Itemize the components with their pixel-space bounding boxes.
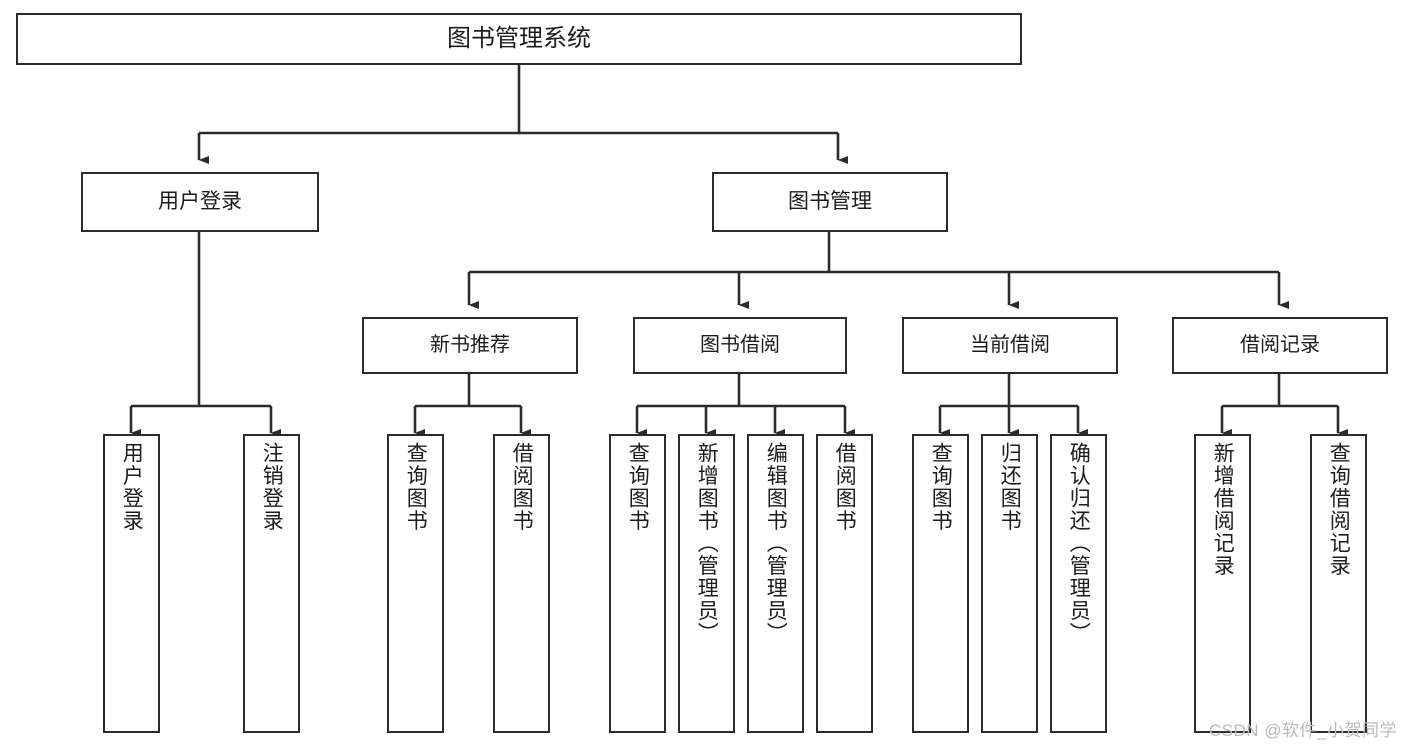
node-label: 新增图书（管理员） <box>695 442 719 645</box>
leaf-borrow-edit-book-admin[interactable]: 编辑图书（管理员） <box>747 434 804 733</box>
leaf-current-query-book[interactable]: 查询图书 <box>912 434 969 733</box>
leaf-recommend-borrow-book[interactable]: 借阅图书 <box>493 434 550 733</box>
node-new-book-recommend[interactable]: 新书推荐 <box>362 317 578 374</box>
node-label: 查询图书 <box>626 442 650 532</box>
node-label: 查询借阅记录 <box>1327 442 1351 577</box>
node-label: 图书管理 <box>788 189 872 213</box>
node-label: 当前借阅 <box>970 333 1050 356</box>
leaf-current-confirm-return-admin[interactable]: 确认归还（管理员） <box>1050 434 1107 733</box>
node-label: 查询图书 <box>404 442 428 532</box>
node-root-system[interactable]: 图书管理系统 <box>16 13 1022 65</box>
node-borrow-record[interactable]: 借阅记录 <box>1172 317 1388 374</box>
node-label: 借阅图书 <box>510 442 534 532</box>
node-label: 用户登录 <box>158 189 242 213</box>
leaf-record-add-record[interactable]: 新增借阅记录 <box>1194 434 1251 733</box>
leaf-record-query-record[interactable]: 查询借阅记录 <box>1310 434 1367 733</box>
node-label: 归还图书 <box>998 442 1022 532</box>
leaf-borrow-query-book[interactable]: 查询图书 <box>609 434 666 733</box>
leaf-recommend-query-book[interactable]: 查询图书 <box>387 434 444 733</box>
leaf-user-login-signin[interactable]: 用户登录 <box>103 434 160 733</box>
node-label: 新书推荐 <box>430 333 510 356</box>
node-user-login[interactable]: 用户登录 <box>81 172 319 232</box>
node-current-borrow[interactable]: 当前借阅 <box>902 317 1118 374</box>
leaf-current-return-book[interactable]: 归还图书 <box>981 434 1038 733</box>
node-label: 借阅记录 <box>1240 333 1320 356</box>
node-book-management[interactable]: 图书管理 <box>712 172 948 232</box>
leaf-user-login-signout[interactable]: 注销登录 <box>243 434 300 733</box>
node-label: 查询图书 <box>929 442 953 532</box>
node-book-borrow[interactable]: 图书借阅 <box>633 317 847 374</box>
node-label: 借阅图书 <box>833 442 857 532</box>
node-label: 注销登录 <box>260 442 284 532</box>
node-label: 用户登录 <box>120 442 144 532</box>
leaf-borrow-add-book-admin[interactable]: 新增图书（管理员） <box>678 434 735 733</box>
node-label: 图书管理系统 <box>447 24 591 52</box>
csdn-watermark: CSDN @软件_小贺同学 <box>1208 721 1397 740</box>
leaf-borrow-borrow-book[interactable]: 借阅图书 <box>816 434 873 733</box>
node-label: 新增借阅记录 <box>1211 442 1235 577</box>
node-label: 图书借阅 <box>700 333 780 356</box>
node-label: 编辑图书（管理员） <box>764 442 788 645</box>
node-label: 确认归还（管理员） <box>1067 442 1091 645</box>
